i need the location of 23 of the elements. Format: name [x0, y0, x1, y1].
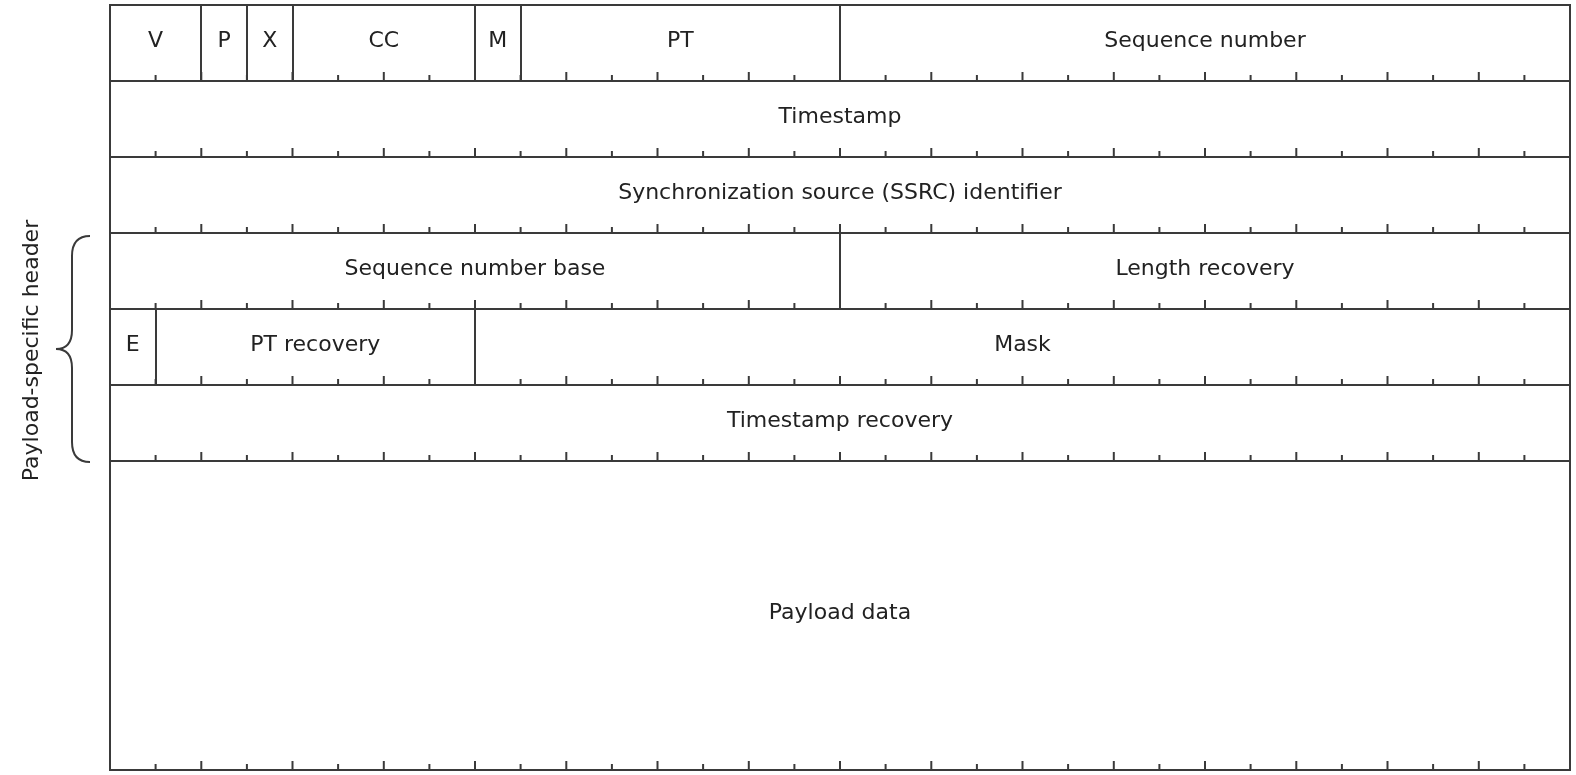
field-label: V: [148, 26, 164, 52]
field-label: Payload data: [768, 599, 912, 624]
field-label: P: [217, 26, 231, 52]
bit-field: [839, 4, 1571, 82]
bit-field: [109, 80, 1571, 158]
field-label: CC: [368, 26, 400, 52]
bit-field: [109, 4, 203, 82]
field-label: Length recovery: [1115, 254, 1295, 280]
field-label: Timestamp recovery: [726, 406, 954, 432]
field-label: E: [125, 330, 140, 356]
bit-field: [109, 460, 1571, 771]
field-label: M: [488, 26, 508, 52]
bit-field: [109, 384, 1571, 462]
field-label: X: [262, 26, 278, 52]
field-label: PT: [666, 26, 694, 52]
bit-field: [109, 156, 1571, 234]
field-label: Synchronization source (SSRC) identifier: [618, 178, 1062, 204]
field-label: Mask: [994, 330, 1051, 356]
side-label: Payload-specific header: [17, 219, 43, 481]
field-label: PT recovery: [250, 330, 381, 356]
field-label: Sequence number base: [344, 254, 606, 280]
field-label: Sequence number: [1104, 26, 1306, 52]
field-label: Timestamp: [778, 102, 902, 128]
